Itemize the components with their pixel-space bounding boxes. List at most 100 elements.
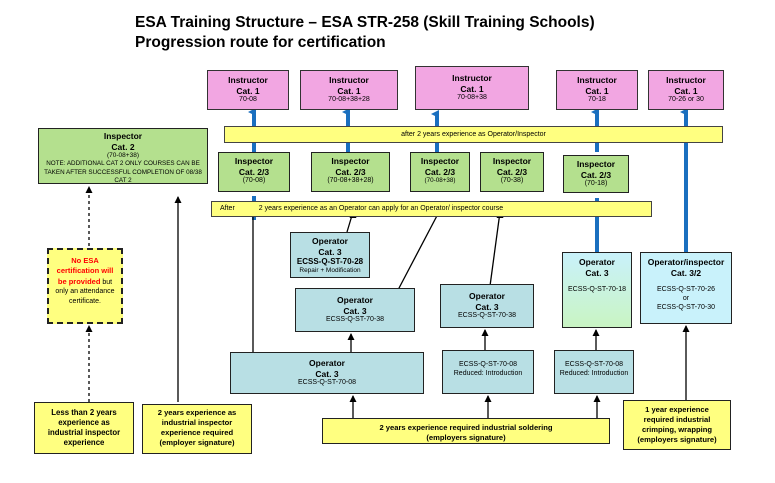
inspector-code: (70-08+38+28) <box>327 177 374 185</box>
reduced-introduction-box-2: ECSS-Q-ST-70-08 Reduced: Introduction <box>554 350 634 394</box>
inspector-cat: Cat. 2/3 <box>335 166 366 177</box>
instructor-name: Instructor <box>452 73 492 83</box>
operator-code: ECSS-Q-ST-70-38 <box>458 312 516 320</box>
inspector-name: Inspector <box>576 159 616 169</box>
operator-name: Operator <box>337 295 373 305</box>
instructor-box-3: Instructor Cat. 1 70-08+38 <box>415 66 529 110</box>
inspector-code: (70-18) <box>584 180 608 188</box>
operator-cat: Cat. 3 <box>585 267 609 278</box>
inspector23-box-2: Inspector Cat. 2/3 (70-08+38+28) <box>311 152 390 192</box>
operator-inspector-code2: ECSS-Q-ST-70-30 <box>657 303 715 311</box>
operator-70-08-box: Operator Cat. 3 ECSS-Q-ST-70-08 <box>230 352 424 394</box>
operator-70-38-box-1: Operator Cat. 3 ECSS-Q-ST-70-38 <box>295 288 415 332</box>
operator-cat: Cat. 3 <box>475 301 499 312</box>
instructor-name: Instructor <box>228 75 268 85</box>
inspector-name: Inspector <box>103 131 143 141</box>
band-operator-can-apply: After 2 years experience as an Operator … <box>211 201 652 217</box>
inspector-name: Inspector <box>492 156 532 166</box>
instructor-name: Instructor <box>329 75 369 85</box>
instructor-box-5: Instructor Cat. 1 70-26 or 30 <box>648 70 724 110</box>
inspector-code: (70-08) <box>242 177 266 185</box>
operator-name: Operator <box>312 236 348 246</box>
inspector-name: Inspector <box>420 156 460 166</box>
diagram-subtitle: Progression route for certification <box>135 34 386 51</box>
diagram-title: ESA Training Structure – ESA STR-258 (Sk… <box>135 14 595 31</box>
instructor-cat: Cat. 1 <box>337 85 361 96</box>
instructor-code: 70-18 <box>588 96 606 104</box>
instructor-code: 70-08+38+28 <box>328 96 370 104</box>
inspector-cat: Cat. 2/3 <box>424 166 456 177</box>
operator-inspector-code1: ECSS-Q-ST-70-26 <box>657 286 715 294</box>
no-esa-certification-box: No ESA certification will be provided bu… <box>47 248 123 324</box>
instructor-box-2: Instructor Cat. 1 70-08+38+28 <box>300 70 398 110</box>
operator-inspector-box: Operator/inspector Cat. 3/2 ECSS-Q-ST-70… <box>640 252 732 324</box>
operator-code: ECSS-Q-ST-70-18 <box>568 286 626 294</box>
one-year-box: 1 year experience required industrial cr… <box>623 400 731 450</box>
two-years-inspector-box: 2 years experience as industrial inspect… <box>142 404 252 454</box>
less-than-two-years-text: Less than 2 years experience as industri… <box>47 408 121 448</box>
inspector23-box-3: Inspector Cat. 2/3 (70-08+38) <box>410 152 470 192</box>
inspector-name: Inspector <box>331 156 370 166</box>
inspector-name: Inspector <box>234 156 274 166</box>
instructor-name: Instructor <box>666 75 706 85</box>
operator-cat: Cat. 3 <box>318 246 342 257</box>
operator-inspector-cat: Cat. 3/2 <box>670 267 702 278</box>
inspector-cat: Cat. 2/3 <box>496 166 528 177</box>
operator-name: Operator <box>309 358 345 368</box>
band-mid-text: 2 years experience as an Operator can ap… <box>258 205 504 212</box>
two-years-soldering-box: 2 years experience required industrial s… <box>322 418 610 444</box>
inspector-cat: Cat. 2/3 <box>238 166 270 177</box>
instructor-code: 70-08 <box>239 96 257 104</box>
inspector23-box-1: Inspector Cat. 2/3 (70-08) <box>218 152 290 192</box>
instructor-code: 70-26 or 30 <box>668 96 704 104</box>
reduced-sub: Reduced: Introduction <box>559 369 629 377</box>
reduced-code: ECSS-Q-ST-70-08 <box>459 361 517 368</box>
inspector-cat: Cat. 2/3 <box>580 169 612 180</box>
inspector-code: (70-38) <box>500 177 524 185</box>
instructor-cat: Cat. 1 <box>585 85 609 96</box>
reduced-code: ECSS-Q-ST-70-08 <box>565 361 623 368</box>
instructor-box-4: Instructor Cat. 1 70-18 <box>556 70 638 110</box>
operator-inspector-name: Operator/inspector <box>647 257 725 267</box>
band-mid-after: After <box>220 205 235 212</box>
band-top-text: after 2 years experience as Operator/Ins… <box>401 131 546 138</box>
operator-code: ECSS-Q-ST-70-38 <box>326 316 384 324</box>
inspector23-box-4: Inspector Cat. 2/3 (70-38) <box>480 152 544 192</box>
instructor-cat: Cat. 1 <box>460 83 484 94</box>
operator-sub: Repair + Modification <box>299 267 361 275</box>
inspector-code: (70-08+38) <box>107 152 139 160</box>
line-op38-ins3 <box>397 209 444 291</box>
line-op38b-ins4 <box>489 211 504 287</box>
operator-cat: Cat. 3 <box>315 368 339 379</box>
reduced-introduction-box-1: ECSS-Q-ST-70-08 Reduced: Introduction <box>442 350 534 394</box>
operator-code: ECSS-Q-ST-70-28 <box>296 257 364 267</box>
operator-70-38-box-2: Operator Cat. 3 ECSS-Q-ST-70-38 <box>440 284 534 328</box>
inspector-cat: Cat. 2 <box>111 141 135 152</box>
no-esa-red-text: No ESA certification will be provided <box>56 256 114 286</box>
no-esa-rest-text: but only an attendance certificate. <box>55 278 115 305</box>
operator-code: ECSS-Q-ST-70-08 <box>298 379 356 387</box>
inspector-code: (70-08+38) <box>424 177 456 185</box>
two-years-soldering-text: 2 years experience required industrial s… <box>379 423 553 442</box>
inspector23-box-5: Inspector Cat. 2/3 (70-18) <box>563 155 629 193</box>
operator-name: Operator <box>469 291 505 301</box>
instructor-box-1: Instructor Cat. 1 70-08 <box>207 70 289 110</box>
instructor-name: Instructor <box>577 75 617 85</box>
instructor-cat: Cat. 1 <box>674 85 698 96</box>
operator-inspector-or: or <box>682 295 690 302</box>
black-lines <box>85 186 690 418</box>
two-years-inspector-text: 2 years experience as industrial inspect… <box>157 408 237 447</box>
instructor-cat: Cat. 1 <box>236 85 260 96</box>
operator-name: Operator <box>579 257 615 267</box>
reduced-sub: Reduced: Introduction <box>453 369 523 377</box>
operator-cat: Cat. 3 <box>343 305 367 316</box>
inspector-cat2-box: Inspector Cat. 2 (70-08+38) NOTE: ADDITI… <box>38 128 208 184</box>
operator-70-18-box: Operator Cat. 3 ECSS-Q-ST-70-18 <box>562 252 632 328</box>
instructor-code: 70-08+38 <box>457 94 487 102</box>
inspector-note: NOTE: ADDITIONAL CAT 2 ONLY COURSES CAN … <box>44 160 202 184</box>
band-two-years-operator-inspector: after 2 years experience as Operator/Ins… <box>224 126 723 143</box>
operator-70-28-box: Operator Cat. 3 ECSS-Q-ST-70-28 Repair +… <box>290 232 370 278</box>
one-year-text: 1 year experience required industrial cr… <box>637 405 717 444</box>
less-than-two-years-box: Less than 2 years experience as industri… <box>34 402 134 454</box>
